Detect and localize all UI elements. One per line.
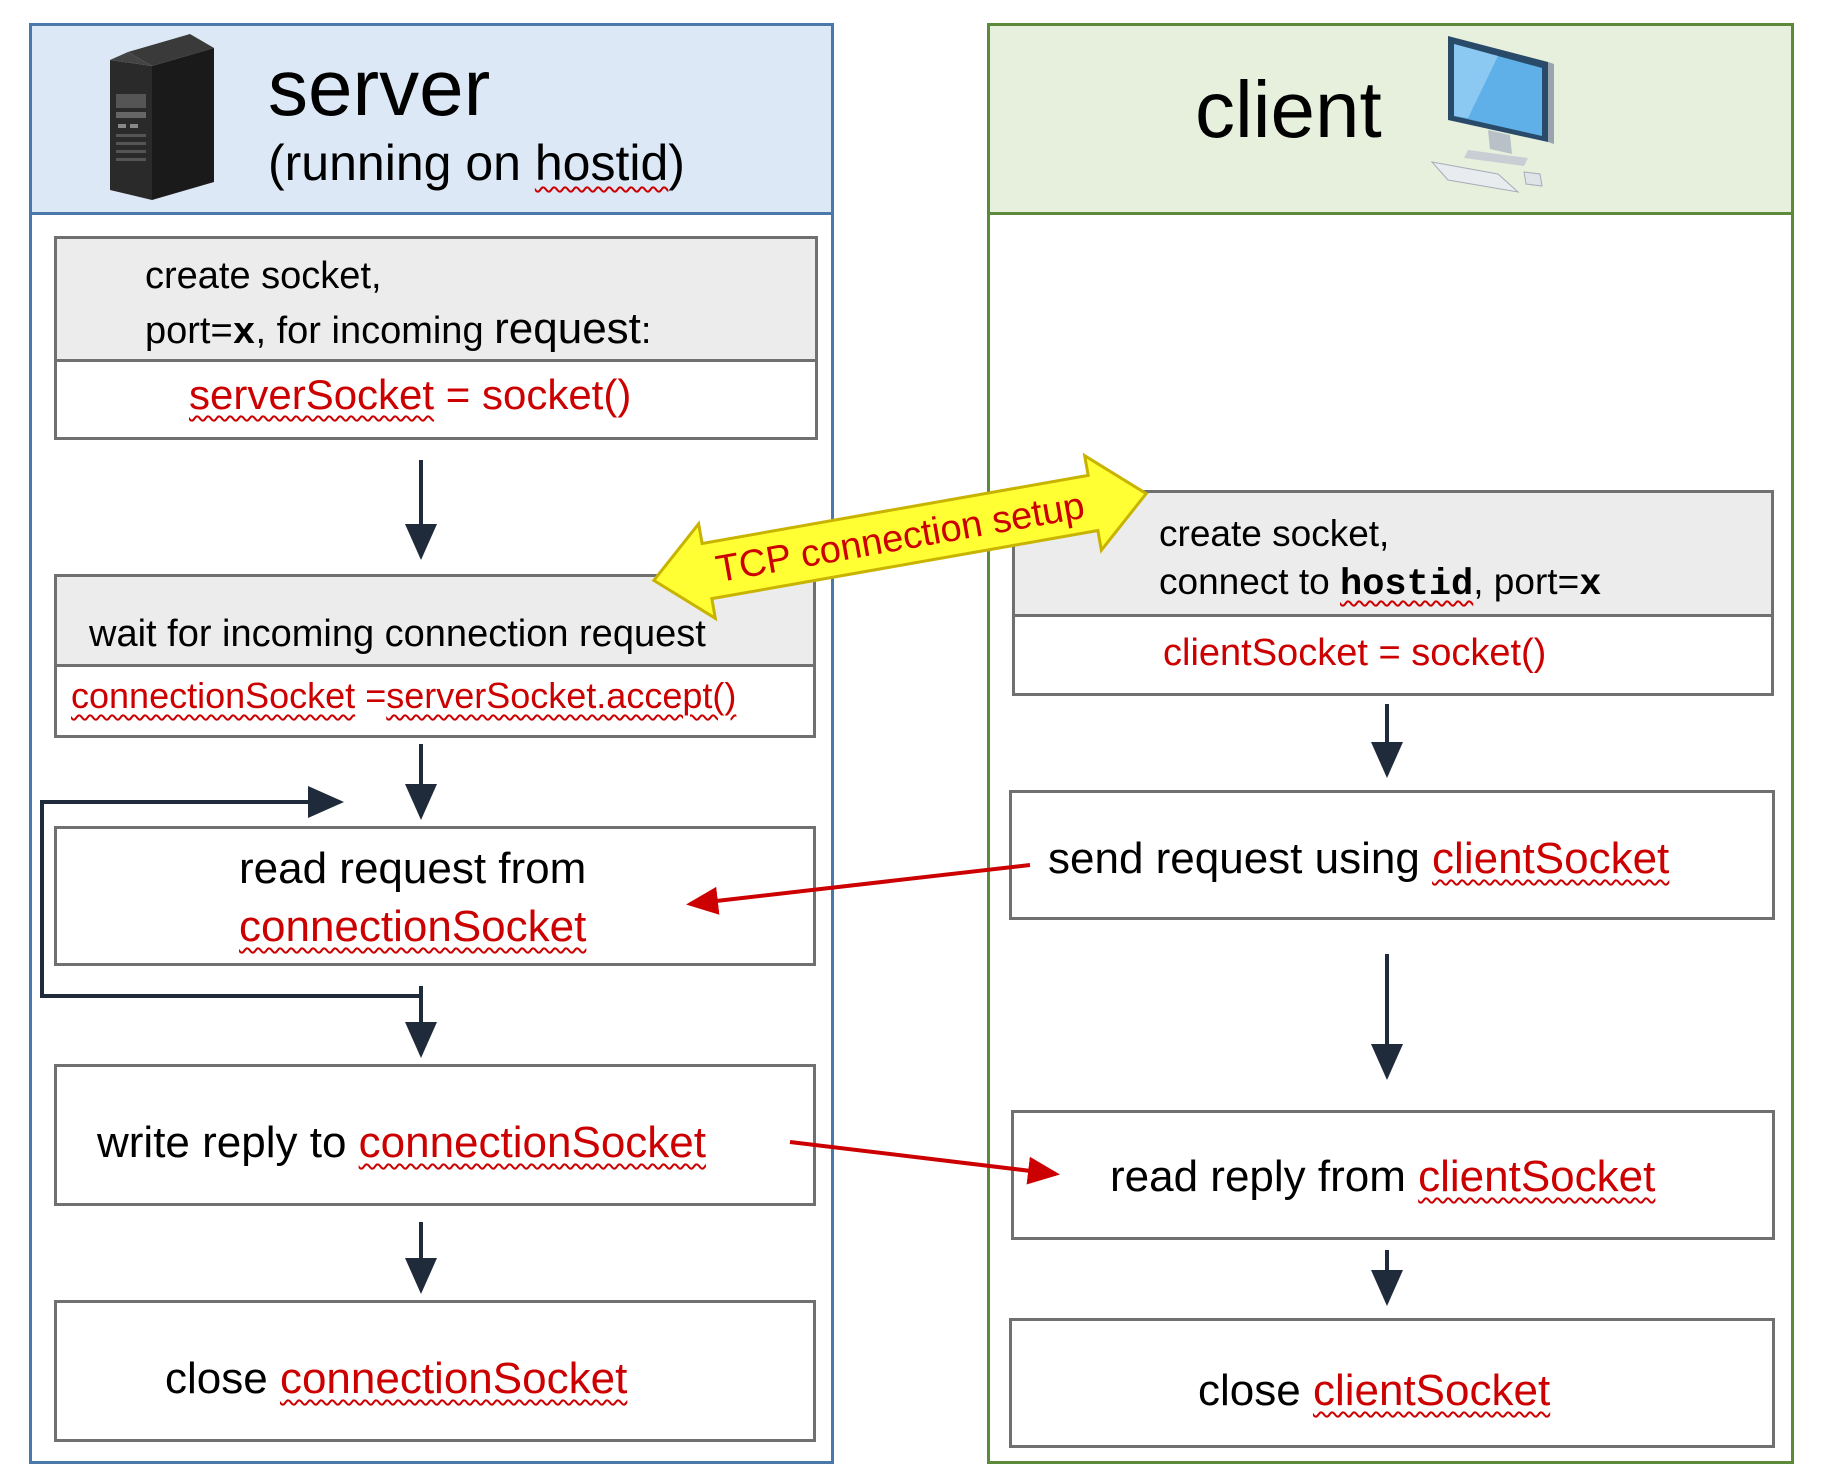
client-close-box: close clientSocket	[1009, 1318, 1775, 1448]
server-tower-icon	[110, 34, 214, 200]
server-write-prefix: write reply to	[97, 1118, 359, 1167]
server-write-reply-box: write reply to connectionSocket	[54, 1064, 816, 1206]
server-socket-rest: = socket()	[434, 371, 632, 418]
server-subtitle-prefix: (running on	[268, 135, 535, 191]
client-panel: client	[987, 23, 1794, 1464]
client-close-prefix: close	[1198, 1366, 1313, 1415]
server-read-line1: read request from	[239, 844, 587, 893]
server-subtitle-suffix: )	[668, 135, 685, 191]
client-read-socket: clientSocket	[1418, 1152, 1656, 1201]
server-create-for-incoming: , for incoming	[255, 310, 495, 352]
client-connect-x: x	[1579, 564, 1602, 606]
server-close-label: close connectionSocket	[165, 1357, 627, 1401]
server-accept-call: serverSocket.accept()	[386, 675, 737, 716]
server-subtitle-host: hostid	[534, 135, 669, 191]
server-accept-eq: =	[355, 675, 387, 716]
server-create-port-x: x	[232, 312, 256, 355]
server-close-socket: connectionSocket	[279, 1354, 628, 1403]
client-title: client	[1195, 65, 1382, 154]
server-create-line2: port=x, for incoming request:	[145, 307, 651, 353]
server-read-request-box: read request from connectionSocket	[54, 826, 816, 966]
server-accept-var: connectionSocket	[71, 675, 356, 716]
server-close-prefix: close	[165, 1354, 280, 1403]
client-read-label: read reply from clientSocket	[1110, 1155, 1655, 1199]
client-send-label: send request using clientSocket	[1048, 837, 1669, 881]
server-read-socket: connectionSocket	[239, 902, 587, 951]
server-create-socket-box: create socket, port=x, for incoming requ…	[54, 236, 818, 440]
client-close-label: close clientSocket	[1198, 1369, 1550, 1413]
server-create-colon: :	[640, 310, 652, 352]
server-close-box: close connectionSocket	[54, 1300, 816, 1442]
server-write-socket: connectionSocket	[358, 1118, 706, 1167]
client-create-line1: create socket,	[1159, 513, 1390, 554]
desktop-computer-icon	[1430, 36, 1554, 193]
server-create-line1: create socket,	[145, 255, 382, 297]
client-read-prefix: read reply from	[1110, 1152, 1419, 1201]
server-create-request-word: request	[494, 304, 641, 353]
server-accept-code: connectionSocket =serverSocket.accept()	[71, 678, 736, 714]
client-send-socket: clientSocket	[1432, 834, 1670, 883]
client-close-socket: clientSocket	[1312, 1366, 1551, 1415]
client-socket-code: clientSocket = socket()	[1163, 632, 1547, 674]
server-title: server	[268, 43, 491, 132]
server-wait-box: wait for incoming connection request con…	[54, 574, 816, 738]
server-wait-label: wait for incoming connection request	[89, 613, 706, 655]
client-header: client	[990, 26, 1791, 215]
client-connect-port: , port=	[1473, 561, 1580, 602]
server-header: server (running on hostid)	[32, 26, 831, 215]
client-connect-host: hostid	[1340, 564, 1474, 606]
client-send-request-box: send request using clientSocket	[1009, 790, 1775, 920]
server-socket-code: serverSocket = socket()	[189, 374, 631, 416]
client-create-socket-box: create socket, connect to hostid, port=x…	[1012, 490, 1774, 696]
server-create-port-label: port=	[145, 310, 233, 352]
server-socket-var: serverSocket	[189, 371, 435, 418]
client-create-line2: connect to hostid, port=x	[1159, 563, 1601, 604]
server-panel: server (running on hostid)	[29, 23, 834, 1464]
server-write-label: write reply to connectionSocket	[97, 1121, 706, 1165]
client-connect-to: connect to	[1159, 561, 1341, 602]
server-subtitle: (running on hostid)	[268, 138, 685, 188]
client-read-reply-box: read reply from clientSocket	[1011, 1110, 1775, 1240]
client-send-prefix: send request using	[1048, 834, 1433, 883]
